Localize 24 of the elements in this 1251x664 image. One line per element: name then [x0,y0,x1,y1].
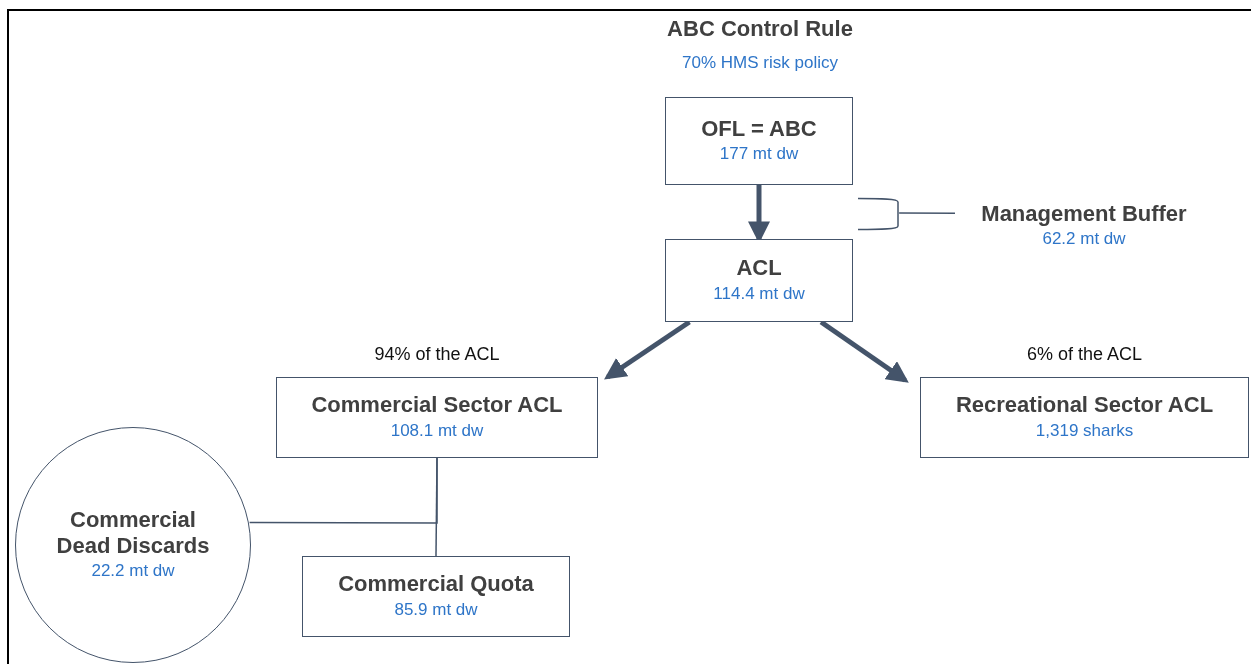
share-label: 94% of the ACL [373,344,501,365]
subtitle: 70% HMS risk policy [681,53,839,73]
process-box [302,556,570,637]
node-heading: Commercial Quota [338,571,534,598]
node-heading: ACL [736,255,782,282]
node-value: 108.1 mt dw [390,419,484,442]
title: ABC Control Rule [666,16,854,42]
node-heading: Commercial Dead Discards [55,506,211,560]
connector-line [435,457,438,557]
node-value: 1,319 sharks [1035,419,1134,442]
node-value: 177 mt dw [719,143,799,166]
node-value: 62.2 mt dw [1042,228,1126,251]
node-heading: Recreational Sector ACL [955,392,1214,419]
bracket [857,197,900,231]
node-heading: Commercial Sector ACL [311,392,563,419]
node-value: 85.9 mt dw [394,598,478,621]
process-box [665,97,853,185]
node-heading: Management Buffer [981,200,1187,228]
node-value: 22.2 mt dw [91,560,175,583]
share-label: 6% of the ACL [1025,344,1144,365]
node-heading: OFL = ABC [701,115,817,143]
node-value: 114.4 mt dw [713,282,805,305]
process-box [665,239,853,322]
connector-line [898,212,956,214]
